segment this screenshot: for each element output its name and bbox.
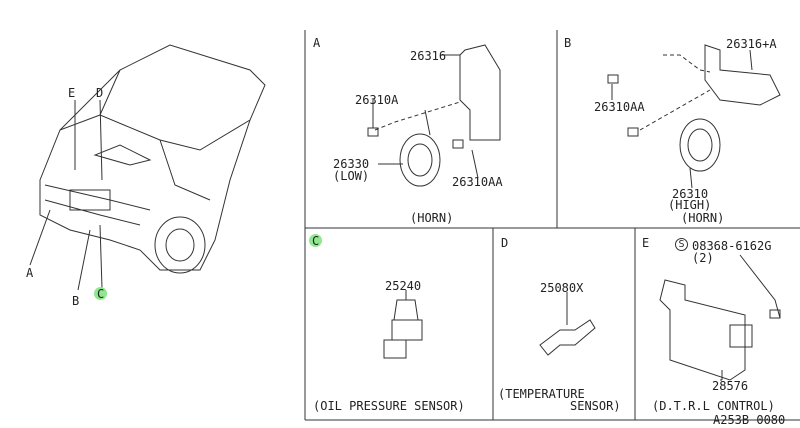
part-08368-6162g[interactable]: 08368-6162G (692, 239, 772, 253)
part-26310a[interactable]: 26310A (355, 93, 399, 107)
panel-d-letter: D (501, 236, 509, 250)
panel-e-letter: E (642, 236, 650, 250)
horn-low-drawing (367, 44, 501, 187)
part-28576[interactable]: 28576 (712, 379, 749, 393)
part-26316[interactable]: 26316 (410, 49, 447, 63)
part-26316-a[interactable]: 26316+A (726, 37, 777, 51)
standard-part-symbol: S (675, 238, 688, 251)
panel-d-caption-2: SENSOR) (570, 399, 621, 413)
panel-d-caption-1: (TEMPERATURE (498, 387, 585, 401)
panel-e-caption: (D.T.R.L CONTROL) (652, 399, 775, 413)
horn-high-drawing (607, 44, 781, 189)
panel-borders (304, 30, 800, 421)
vehicle-callout-a: A (26, 266, 34, 280)
oil-pressure-sensor-drawing (383, 290, 423, 359)
part-26330[interactable]: 26330 (333, 157, 370, 171)
panel-b-caption: (HORN) (681, 211, 725, 225)
vehicle-callout-c: C (97, 287, 105, 301)
panel-a-letter: A (313, 36, 321, 50)
dtrl-control-drawing (659, 254, 781, 381)
part-08368-qty: (2) (692, 251, 714, 265)
part-26330-note: (LOW) (333, 169, 370, 183)
vehicle-callout-b: B (72, 294, 80, 308)
panel-c-caption: (OIL PRESSURE SENSOR) (313, 399, 465, 413)
part-26310aa-b[interactable]: 26310AA (594, 100, 645, 114)
part-26310aa-a[interactable]: 26310AA (452, 175, 503, 189)
temperature-sensor-drawing (539, 292, 596, 356)
panel-c-letter: C (312, 234, 320, 248)
vehicle-drawing (29, 44, 266, 291)
part-26310-note: (HIGH) (668, 198, 712, 212)
part-25240[interactable]: 25240 (385, 279, 422, 293)
part-26310[interactable]: 26310 (672, 187, 709, 201)
vehicle-callout-d: D (96, 86, 104, 100)
panel-a-caption: (HORN) (410, 211, 454, 225)
panel-c-highlight (309, 234, 322, 247)
part-25080x[interactable]: 25080X (540, 281, 584, 295)
panel-b-letter: B (564, 36, 572, 50)
highlight-circle (94, 287, 107, 300)
vehicle-callout-e: E (68, 86, 76, 100)
diagram-code: A253B 0080 (713, 413, 786, 427)
